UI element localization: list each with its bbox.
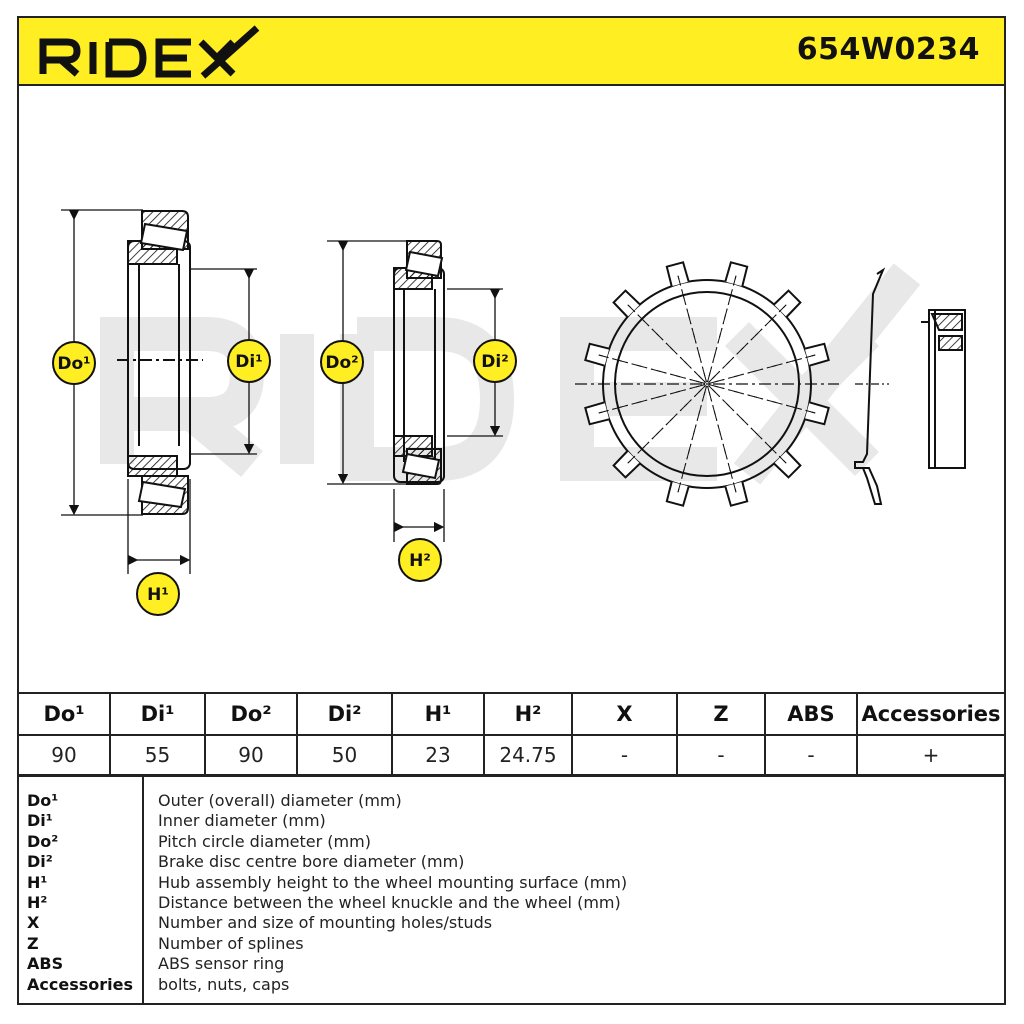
spec-value-cell: 90 bbox=[204, 734, 298, 776]
svg-text:Di¹: Di¹ bbox=[235, 352, 262, 372]
spec-value-cell: 23 bbox=[391, 734, 485, 776]
legend-key: Do¹ bbox=[27, 791, 59, 810]
spec-header-cell: Do¹ bbox=[17, 692, 111, 736]
washer-tooth bbox=[724, 261, 749, 287]
badge-di1: Di¹ bbox=[227, 339, 271, 383]
badge-do2: Do² bbox=[320, 340, 364, 384]
legend-key: ABS bbox=[27, 954, 64, 974]
spec-header-cell: Z bbox=[676, 692, 766, 736]
watermark-logo bbox=[100, 263, 921, 485]
legend-description: Pitch circle diameter (mm) bbox=[158, 831, 371, 851]
legend-key: Accessories bbox=[27, 974, 133, 994]
legend-description: Number and size of mounting holes/studs bbox=[158, 913, 493, 933]
badge-h1: H¹ bbox=[136, 572, 180, 616]
spec-table: Do¹ Di¹ Do² Di² H¹ H² X Z ABS Accessorie… bbox=[17, 692, 1006, 776]
legend-divider bbox=[142, 777, 144, 1005]
spec-header-cell: Di¹ bbox=[109, 692, 206, 736]
dimension-h2 bbox=[393, 489, 445, 542]
lock-washer-side-view bbox=[854, 267, 889, 505]
legend-key: X bbox=[27, 913, 40, 933]
spec-value-cell: - bbox=[764, 734, 858, 776]
legend-key: H² bbox=[27, 893, 48, 913]
legend-description: ABS sensor ring bbox=[158, 954, 285, 974]
legend-key: Di² bbox=[27, 852, 53, 872]
spec-value-cell: - bbox=[676, 734, 766, 776]
spec-header-cell: Do² bbox=[204, 692, 298, 736]
legend-key: H¹ bbox=[27, 872, 48, 892]
legend-key: Z bbox=[27, 933, 39, 953]
badge-h2: H² bbox=[398, 538, 442, 582]
seal-side-view bbox=[921, 309, 966, 469]
spec-header-cell: H² bbox=[483, 692, 573, 736]
washer-centre-line bbox=[627, 304, 787, 464]
spec-value-cell: + bbox=[856, 734, 1006, 776]
spec-value-row: 90 55 90 50 23 24.75 - - - + bbox=[17, 734, 1006, 776]
lock-washer-face-view bbox=[575, 261, 839, 507]
spec-value-cell: 50 bbox=[296, 734, 393, 776]
badge-di2: Di² bbox=[473, 339, 517, 383]
svg-text:Do¹: Do¹ bbox=[57, 354, 90, 374]
ridex-logo bbox=[39, 25, 260, 79]
legend-key: Do² bbox=[27, 831, 59, 851]
washer-tooth bbox=[584, 401, 610, 426]
spec-header-cell: ABS bbox=[764, 692, 858, 736]
spec-value-cell: - bbox=[571, 734, 678, 776]
legend-description: Inner diameter (mm) bbox=[158, 811, 326, 831]
spec-header-cell: Accessories bbox=[856, 692, 1006, 736]
legend-key: Di¹ bbox=[27, 811, 53, 831]
washer-tooth bbox=[773, 289, 802, 318]
washer-tooth bbox=[665, 481, 690, 507]
washer-centre-line bbox=[598, 354, 816, 414]
washer-tooth bbox=[804, 342, 830, 367]
spec-header-cell: Di² bbox=[296, 692, 393, 736]
washer-centre-line bbox=[677, 275, 737, 493]
washer-tooth bbox=[665, 261, 690, 287]
dimension-h1 bbox=[127, 479, 191, 574]
washer-centre-line bbox=[598, 354, 816, 414]
washer-centre-line bbox=[677, 275, 737, 493]
washer-centre-line bbox=[627, 304, 787, 464]
legend-description: Outer (overall) diameter (mm) bbox=[158, 791, 402, 810]
washer-centre-line bbox=[677, 275, 737, 493]
washer-centre-line bbox=[598, 354, 816, 414]
spec-header-cell: H¹ bbox=[391, 692, 485, 736]
svg-text:H²: H² bbox=[409, 551, 431, 571]
part-number: 654W0234 bbox=[796, 32, 980, 67]
bearing-cross-section-1 bbox=[117, 210, 203, 515]
badge-do1: Do¹ bbox=[52, 341, 96, 385]
legend-description: bolts, nuts, caps bbox=[158, 974, 290, 994]
header-bar: 654W0234 bbox=[17, 16, 1006, 86]
svg-text:Do²: Do² bbox=[325, 353, 358, 373]
spec-header-row: Do¹ Di¹ Do² Di² H¹ H² X Z ABS Accessorie… bbox=[17, 692, 1006, 736]
washer-tooth bbox=[804, 401, 830, 426]
spec-header-cell: X bbox=[571, 692, 678, 736]
spec-value-cell: 55 bbox=[109, 734, 206, 776]
washer-centre-line bbox=[677, 275, 737, 493]
legend-keys: Do¹ Di¹ Do² Di² H¹ H² X Z ABS Accessorie… bbox=[27, 791, 133, 995]
legend-description: Hub assembly height to the wheel mountin… bbox=[158, 872, 628, 892]
legend-description: Number of splines bbox=[158, 933, 304, 953]
svg-text:H¹: H¹ bbox=[147, 585, 169, 605]
bearing-cross-section-2 bbox=[393, 240, 445, 485]
washer-tooth bbox=[584, 342, 610, 367]
spec-value-cell: 90 bbox=[17, 734, 111, 776]
washer-centre-line bbox=[627, 304, 787, 464]
spec-value-cell: 24.75 bbox=[483, 734, 573, 776]
legend-description: Distance between the wheel knuckle and t… bbox=[158, 893, 621, 913]
legend-description: Brake disc centre bore diameter (mm) bbox=[158, 852, 465, 872]
washer-tooth bbox=[612, 289, 641, 318]
legend-descriptions: Outer (overall) diameter (mm) Inner diam… bbox=[158, 791, 627, 995]
svg-text:Di²: Di² bbox=[481, 352, 508, 372]
legend: Do¹ Di¹ Do² Di² H¹ H² X Z ABS Accessorie… bbox=[17, 775, 1006, 1005]
washer-tooth bbox=[724, 481, 749, 507]
washer-centre-line bbox=[598, 354, 816, 414]
washer-centre-line bbox=[627, 304, 787, 464]
technical-drawing: Do¹ Di¹ H¹ Do² Di² H² bbox=[52, 209, 966, 616]
